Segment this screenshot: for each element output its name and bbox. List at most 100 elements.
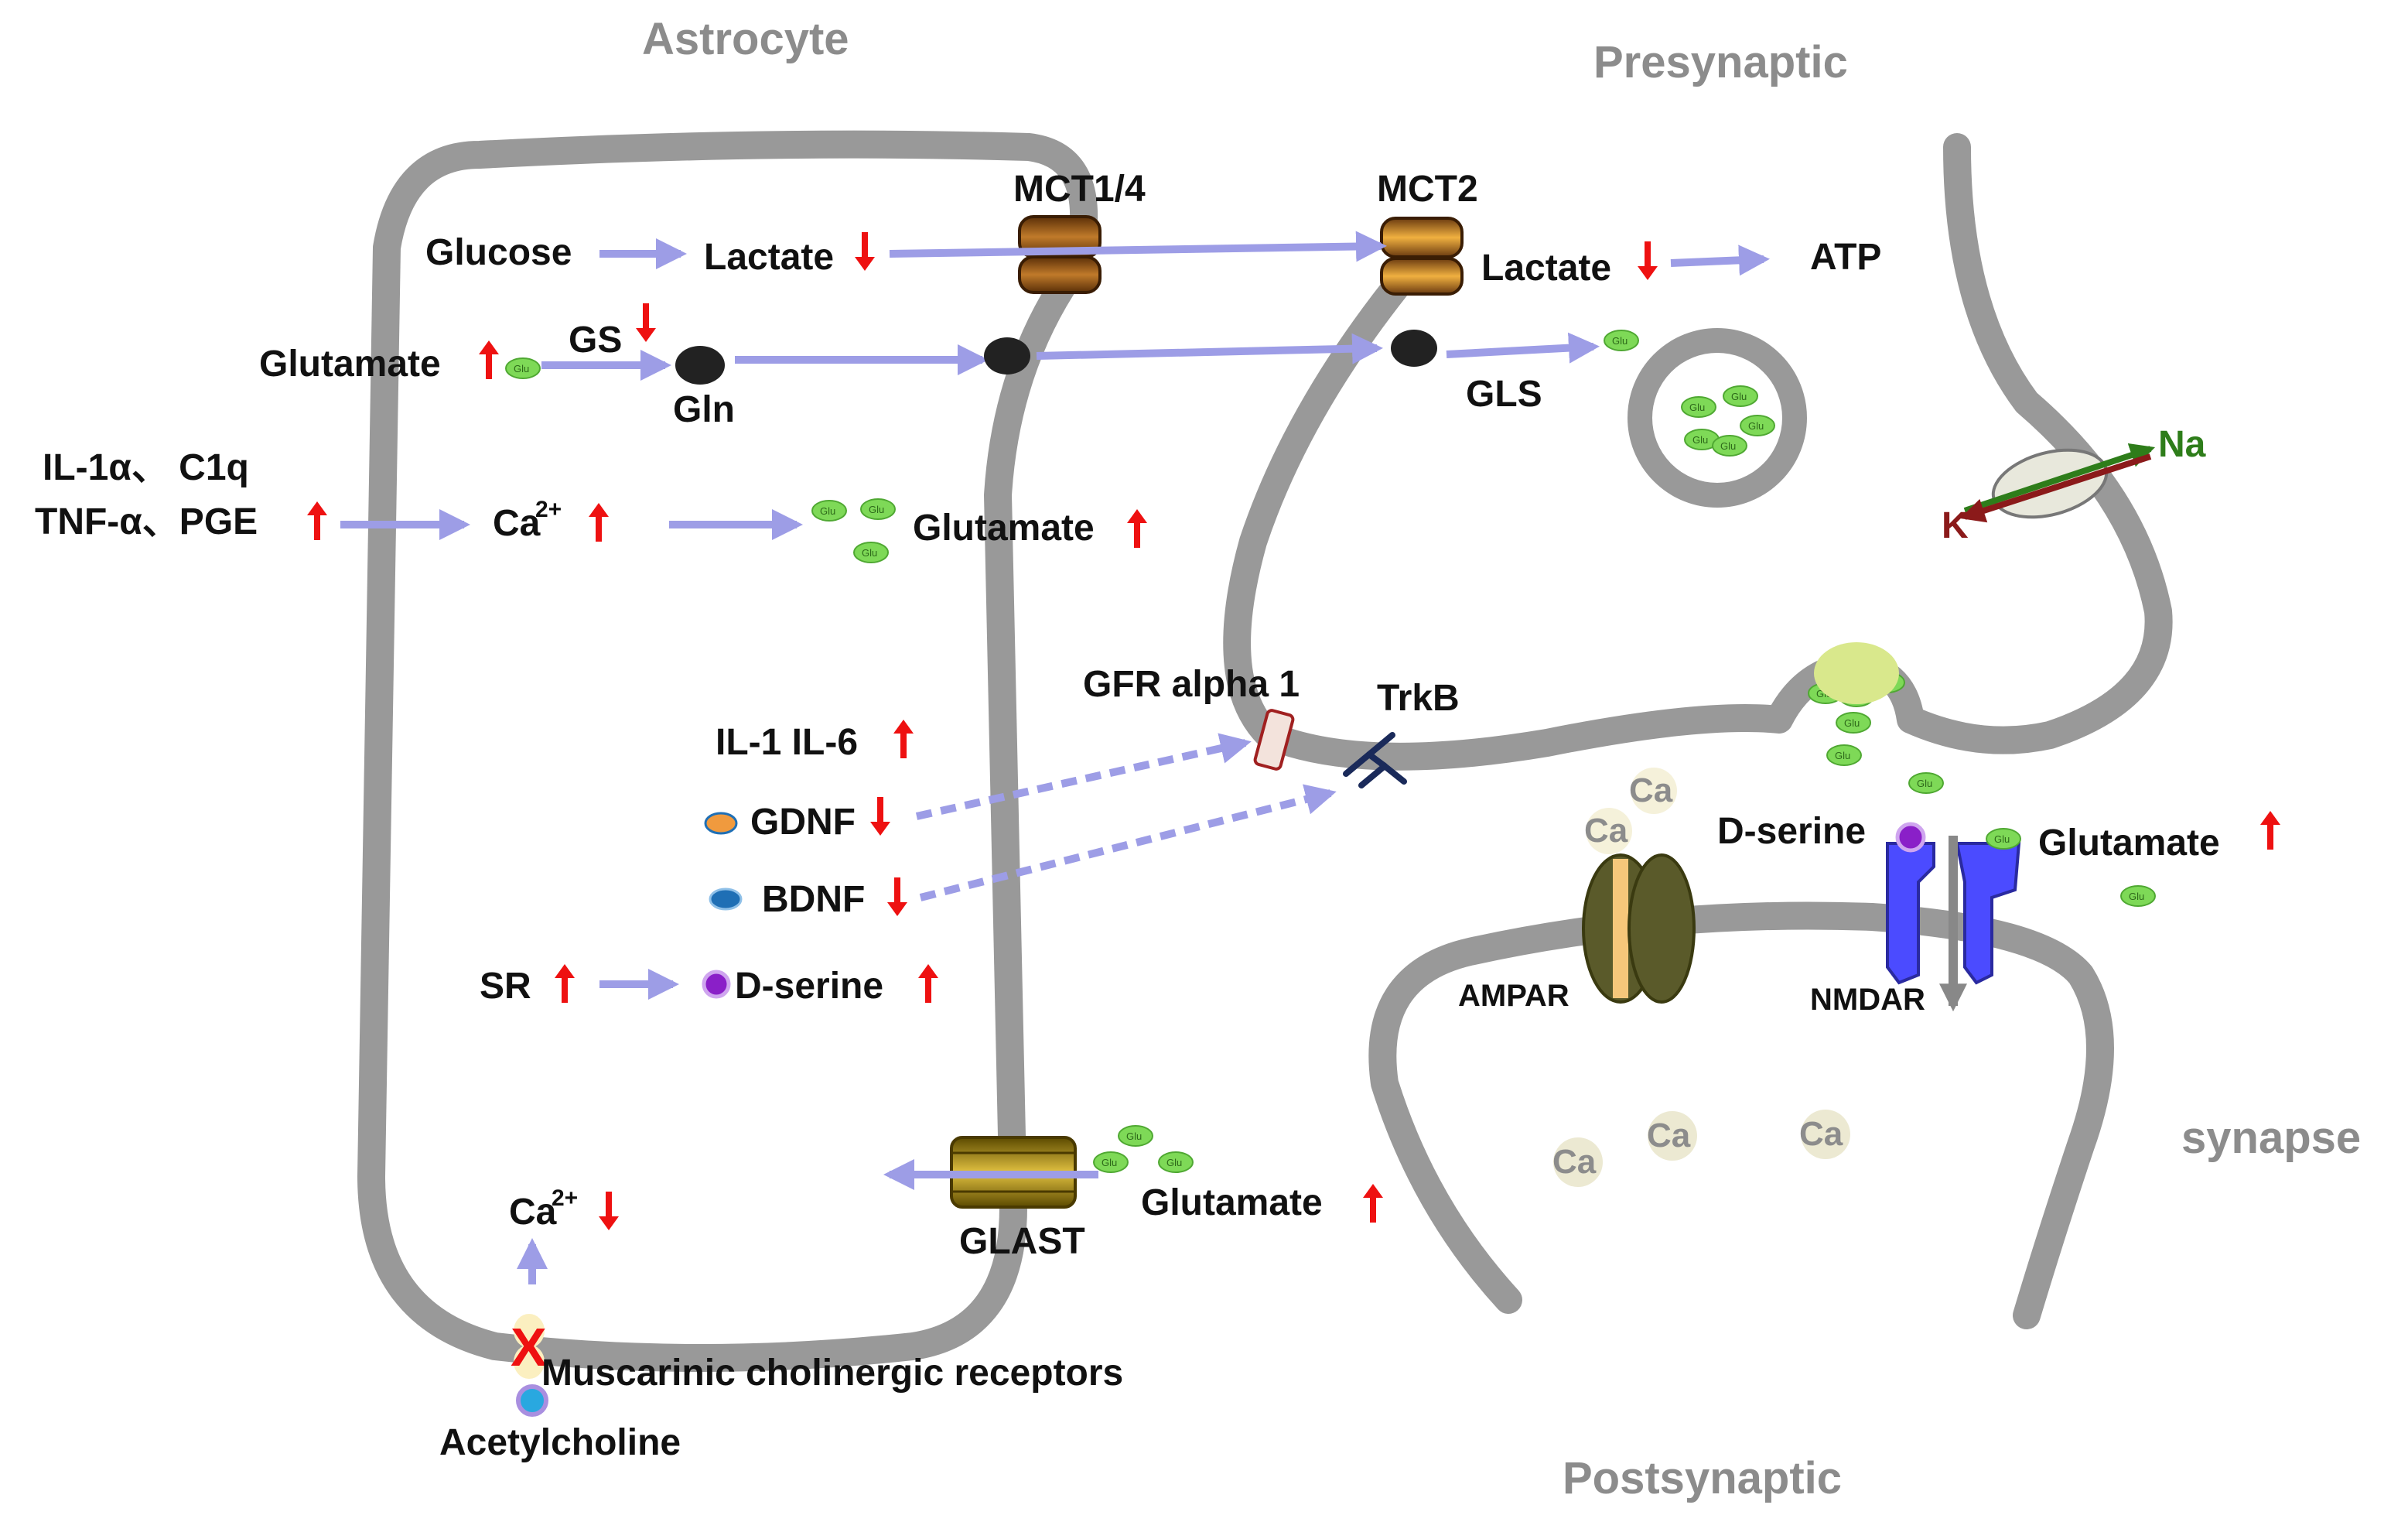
glutamate-dot-label: Glu [1844, 717, 1860, 729]
astrocyte-title: Astrocyte [642, 14, 849, 64]
k-ion-label: K [1942, 505, 1969, 546]
glutamate-dot [1826, 744, 1862, 766]
mct2-label: MCT2 [1377, 169, 1478, 210]
presynaptic-title: Presynaptic [1593, 37, 1848, 87]
ca-ion-2160: Ca [1647, 1111, 1697, 1161]
dserine-dot-astro [702, 970, 731, 999]
svg-text:Ca: Ca [1584, 812, 1628, 850]
gs-enzyme-dot [675, 346, 725, 385]
gdnf-down-arrow [870, 797, 890, 836]
bdnf-label: BDNF [762, 879, 865, 920]
glutamate-dot [1158, 1151, 1194, 1173]
muscarinic-receptor [514, 1314, 545, 1379]
cytokines-line1: IL-1α、 C1q [43, 447, 249, 488]
gs-down-arrow [636, 303, 656, 342]
ca-lower-down-arrow [599, 1192, 619, 1230]
trkb-label: TrkB [1377, 678, 1460, 719]
il1-il6-label: IL-1 IL-6 [716, 722, 858, 763]
glutamate-dot-label: Glu [1126, 1130, 1142, 1142]
ampar-receptor [1582, 853, 1696, 1004]
glutamate-dot-label: Glu [1748, 420, 1764, 432]
glutamate-dot-label: Glu [862, 547, 877, 559]
glutamate-release-label: Glutamate [913, 508, 1095, 549]
glucose-label: Glucose [425, 232, 572, 273]
gfr-label: GFR alpha 1 [1083, 664, 1300, 705]
dserine-astro-label: D-serine [735, 966, 883, 1007]
glutamate-dot-label: Glu [1612, 335, 1628, 347]
lactate-neuron-label: Lactate [1481, 248, 1611, 289]
cytokines-up-arrow [307, 501, 327, 540]
glutamate-dot [1093, 1151, 1129, 1173]
blocked-x-mark: X [511, 1317, 547, 1377]
mct14-label: MCT1/4 [1013, 169, 1146, 210]
glutamate-dot [1908, 772, 1944, 794]
glutamate-dot [1986, 828, 2021, 850]
glutamate-dot-label: Glu [1835, 750, 1850, 761]
bdnf-trkb-arrow [919, 784, 1337, 901]
glutamate-dot [1723, 385, 1758, 407]
lactate-neuron-down-arrow [1638, 241, 1658, 280]
glutamate-release-up-arrow [1127, 509, 1147, 548]
glutamate-dot-label: Glu [1731, 391, 1747, 402]
glast-label: GLAST [959, 1221, 1085, 1262]
lactate-atp-arrow [1670, 245, 1770, 276]
glutamate-dot-label: Glu [1917, 778, 1932, 789]
dserine-astro-up-arrow [918, 964, 938, 1003]
ca-astro-up-arrow [589, 503, 609, 542]
bdnf-dot [709, 888, 743, 911]
glutamate-dot-label: Glu [1994, 833, 2010, 845]
gdnf-dot [704, 812, 738, 835]
glutamate-synapse-label: Glutamate [2038, 823, 2220, 864]
postsynaptic-title: Postsynaptic [1563, 1453, 1842, 1503]
il1-il6-up-arrow [893, 720, 914, 758]
glutamate-astro-up-arrow [479, 340, 499, 379]
acetylcholine-dot [516, 1384, 548, 1417]
glutamate-synapse-up-arrow [2260, 811, 2280, 850]
dserine-dot-synapse [1895, 822, 1926, 853]
trkb-receptor [1343, 732, 1407, 788]
ca-lower-label: Ca [509, 1192, 557, 1233]
nmdar-label: NMDAR [1810, 983, 1925, 1017]
glutamate-dot [1712, 435, 1747, 457]
ca-astro-label: Ca [493, 503, 541, 544]
gln-label: Gln [673, 389, 735, 430]
glutamate-dot [505, 357, 541, 379]
dserine-synapse-label: D-serine [1717, 811, 1866, 852]
atp-label: ATP [1810, 237, 1881, 278]
ca-ion-2360: Ca [1799, 1110, 1850, 1159]
lactate-shuttle-arrow [889, 231, 1387, 262]
glutamate-dot [1740, 415, 1775, 436]
synapse-title: synapse [2181, 1113, 2361, 1163]
change-indicators [307, 232, 2280, 1230]
astrocyte-membrane [357, 130, 1098, 1372]
glutamate-dot [1681, 396, 1716, 418]
ca-ion-2030: Ca [1584, 808, 1632, 854]
svg-text:Ca: Ca [1552, 1143, 1597, 1181]
sr-up-arrow [555, 964, 575, 1003]
svg-text:Ca: Ca [1647, 1117, 1691, 1154]
synaptic-vesicle [1628, 328, 1807, 508]
presynaptic-membrane [1223, 133, 2173, 771]
mct2-transporter [1380, 217, 1464, 296]
gln-transporter-dot-2 [1391, 330, 1437, 367]
glutamate-astro-label: Glutamate [259, 344, 441, 385]
glutamate-dot-label: Glu [1720, 440, 1736, 452]
gs-label: GS [569, 320, 622, 361]
glutamate-dot [1604, 330, 1639, 351]
postsynaptic-membrane [1368, 901, 2114, 1329]
glutamate-dot-label: Glu [2129, 891, 2144, 902]
gls-arrow [1446, 332, 1600, 364]
glutamate-dot [1836, 712, 1871, 734]
glutamate-dot [811, 500, 847, 522]
ca-ion-2040: Ca [1552, 1137, 1603, 1187]
gln-transporter-dot-1 [984, 337, 1030, 375]
glutamate-dot-label: Glu [869, 504, 884, 515]
gdnf-gfr-arrow [915, 733, 1252, 820]
glutamate-dot-label: Glu [514, 363, 529, 375]
mct14-transporter [1018, 215, 1102, 294]
svg-text:Ca: Ca [1629, 771, 1673, 809]
glutamate-glast-label: Glutamate [1141, 1182, 1323, 1223]
glutamate-dot [2120, 885, 2156, 907]
